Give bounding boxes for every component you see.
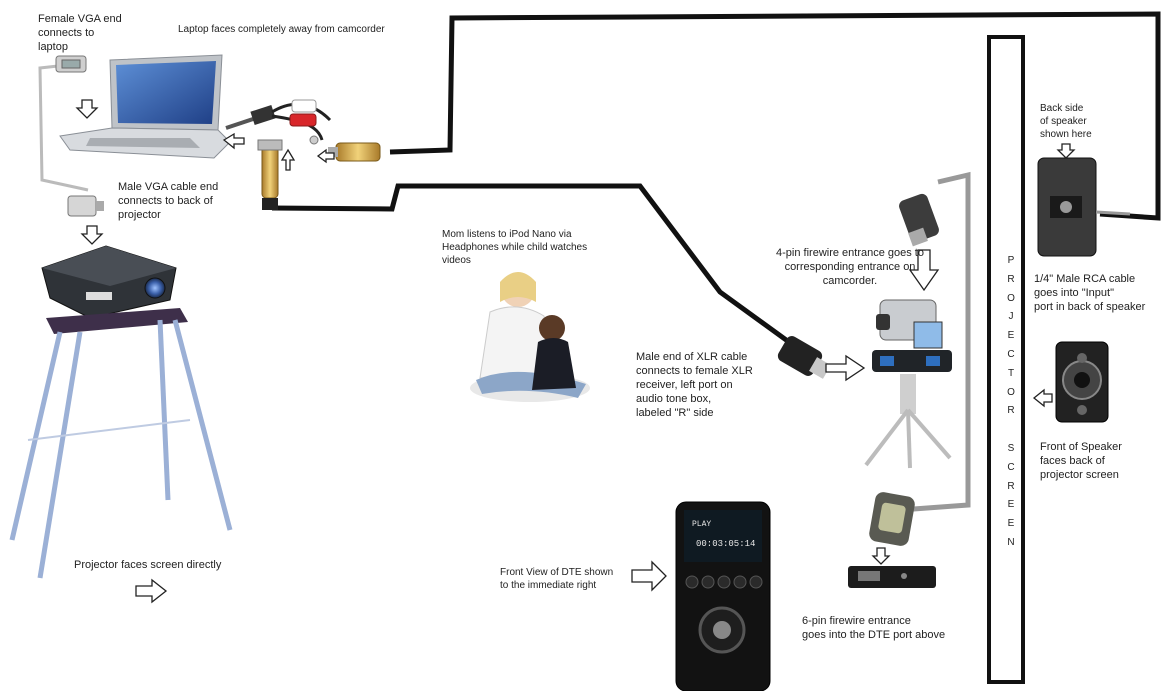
screen-letter (1003, 421, 1019, 440)
vga-female-connector (56, 56, 86, 72)
dte-side-view (848, 566, 936, 588)
screen-letter: O (1003, 290, 1019, 309)
screen-letter: S (1003, 440, 1019, 459)
arrow-projector-down (82, 226, 102, 244)
screen-letter: C (1003, 459, 1019, 478)
dte-front-view (676, 502, 770, 691)
screen-letter: J (1003, 308, 1019, 327)
screen-letter: E (1003, 496, 1019, 515)
mom-and-child-photo (470, 272, 590, 402)
label-firewire-4pin: 4-pin firewire entrance goes to correspo… (760, 246, 940, 288)
projector-screen-label: P R O J E C T O R S C R E E N (1003, 252, 1019, 553)
arrow-rca-up (282, 150, 294, 170)
camcorder-on-tripod (866, 300, 952, 468)
firewire-6pin-connector (868, 491, 916, 547)
label-rca-cable: 1/4" Male RCA cable goes into "Input" po… (1034, 272, 1162, 314)
arrow-6pin-down (873, 548, 889, 564)
label-front-dte: Front View of DTE shown to the immediate… (500, 566, 640, 592)
speaker-front (1056, 342, 1108, 422)
projector-stand (12, 308, 230, 578)
label-male-vga: Male VGA cable end connects to back of p… (118, 180, 258, 222)
label-back-speaker: Back side of speaker shown here (1040, 102, 1120, 141)
dte-display-timecode: 00:03:05:14 (696, 539, 755, 549)
audio-adapter-cable (226, 100, 330, 140)
arrow-speaker-back-down (1058, 144, 1074, 158)
screen-letter: R (1003, 402, 1019, 421)
vga-cable-line (40, 66, 88, 190)
screen-letter: T (1003, 365, 1019, 384)
speaker-back (1038, 158, 1130, 256)
vga-male-connector (68, 196, 104, 216)
label-firewire-6pin: 6-pin firewire entrance goes into the DT… (802, 614, 982, 642)
arrow-laptop-down (77, 100, 97, 118)
screen-letter: C (1003, 346, 1019, 365)
projector (42, 246, 176, 318)
arrow-projector-right (136, 580, 166, 602)
screen-letter: P (1003, 252, 1019, 271)
label-female-vga: Female VGA end connects to laptop (38, 12, 158, 54)
rca-plug-vertical (258, 140, 282, 210)
label-front-speaker: Front of Speaker faces back of projector… (1040, 440, 1160, 482)
screen-letter: E (1003, 515, 1019, 534)
firewire-4pin-connector (897, 192, 940, 246)
label-laptop-faces: Laptop faces completely away from camcor… (178, 23, 458, 36)
label-projector-faces: Projector faces screen directly (74, 558, 274, 572)
dte-display-status: PLAY (692, 520, 711, 529)
screen-letter: N (1003, 534, 1019, 553)
arrow-speaker-front-left (1034, 390, 1052, 406)
screen-letter: E (1003, 327, 1019, 346)
arrow-xlr-right (826, 356, 864, 380)
screen-letter: R (1003, 271, 1019, 290)
label-xlr-cable: Male end of XLR cable connects to female… (636, 350, 786, 420)
label-mom-listens: Mom listens to iPod Nano via Headphones … (442, 228, 642, 267)
screen-letter: R (1003, 478, 1019, 497)
arrow-adapter-left (224, 134, 244, 148)
screen-letter: O (1003, 384, 1019, 403)
